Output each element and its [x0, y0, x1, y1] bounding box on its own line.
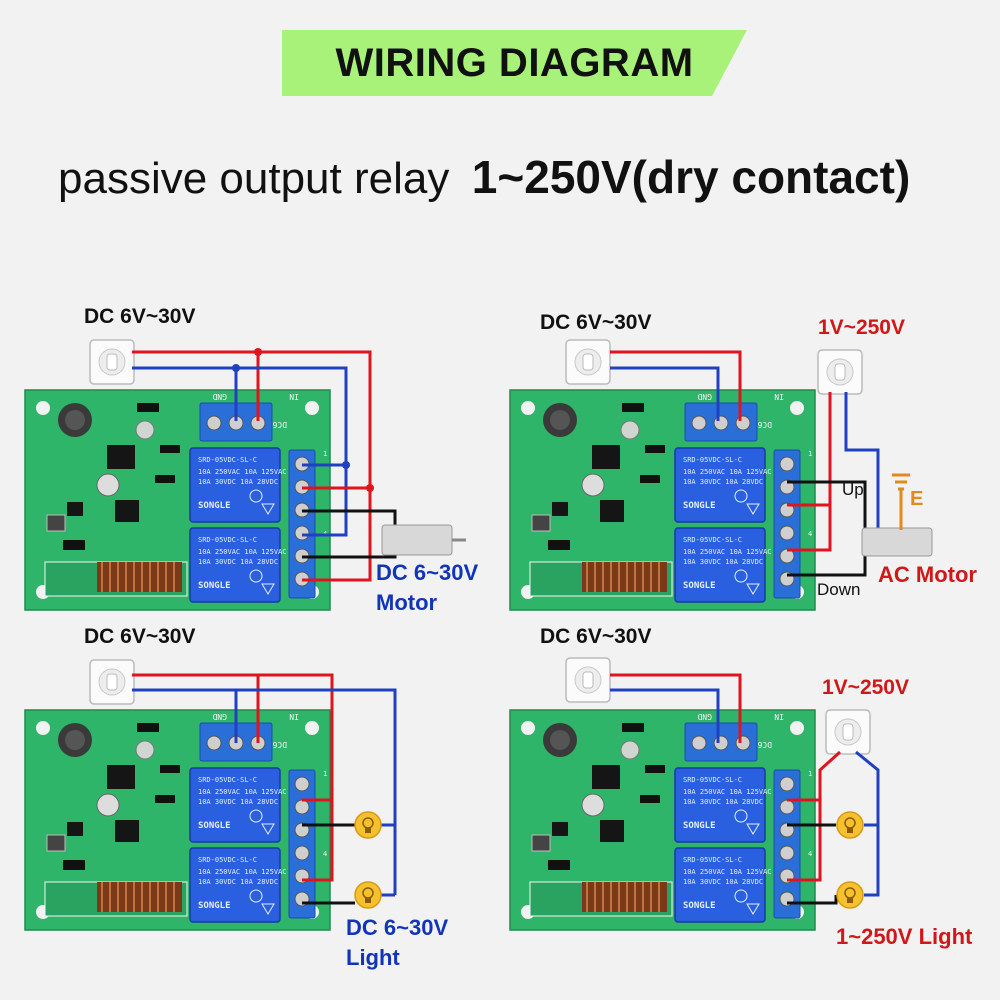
load-name-label-1: Motor: [376, 590, 438, 615]
subtitle-voltage: 1~250V(dry contact): [471, 151, 911, 203]
panel-ac-light: [510, 657, 880, 930]
page-title: WIRING DIAGRAM: [335, 41, 694, 85]
dc-supply-label-1: DC 6V~30V: [84, 305, 196, 328]
title-banner: WIRING DIAGRAM: [282, 30, 747, 96]
ac-motor-label: AC Motor: [878, 562, 977, 587]
dc-supply-label-3: DC 6V~30V: [84, 625, 196, 648]
dc-supply-label-2: DC 6V~30V: [540, 311, 652, 334]
subtitle: passive output relay 1~250V(dry contact): [58, 150, 958, 204]
earth-label: E: [910, 488, 924, 510]
subtitle-desc: passive output relay: [58, 154, 450, 203]
load-name-label-3: Light: [346, 945, 400, 970]
dc-supply-label-4: DC 6V~30V: [540, 625, 652, 648]
load-voltage-label-3: DC 6~30V: [346, 915, 449, 940]
up-label: Up: [842, 480, 864, 499]
panel-ac-motor: [510, 339, 933, 610]
panel-dc-light: [25, 659, 397, 930]
banner-shape: [282, 30, 747, 96]
ac-light-label: 1~250V Light: [836, 924, 973, 949]
ac-supply-label-4: 1V~250V: [822, 676, 909, 699]
panel-dc-motor: [25, 339, 466, 610]
load-voltage-label-1: DC 6~30V: [376, 560, 479, 585]
down-label: Down: [817, 580, 861, 599]
ac-supply-label-2: 1V~250V: [818, 316, 905, 339]
